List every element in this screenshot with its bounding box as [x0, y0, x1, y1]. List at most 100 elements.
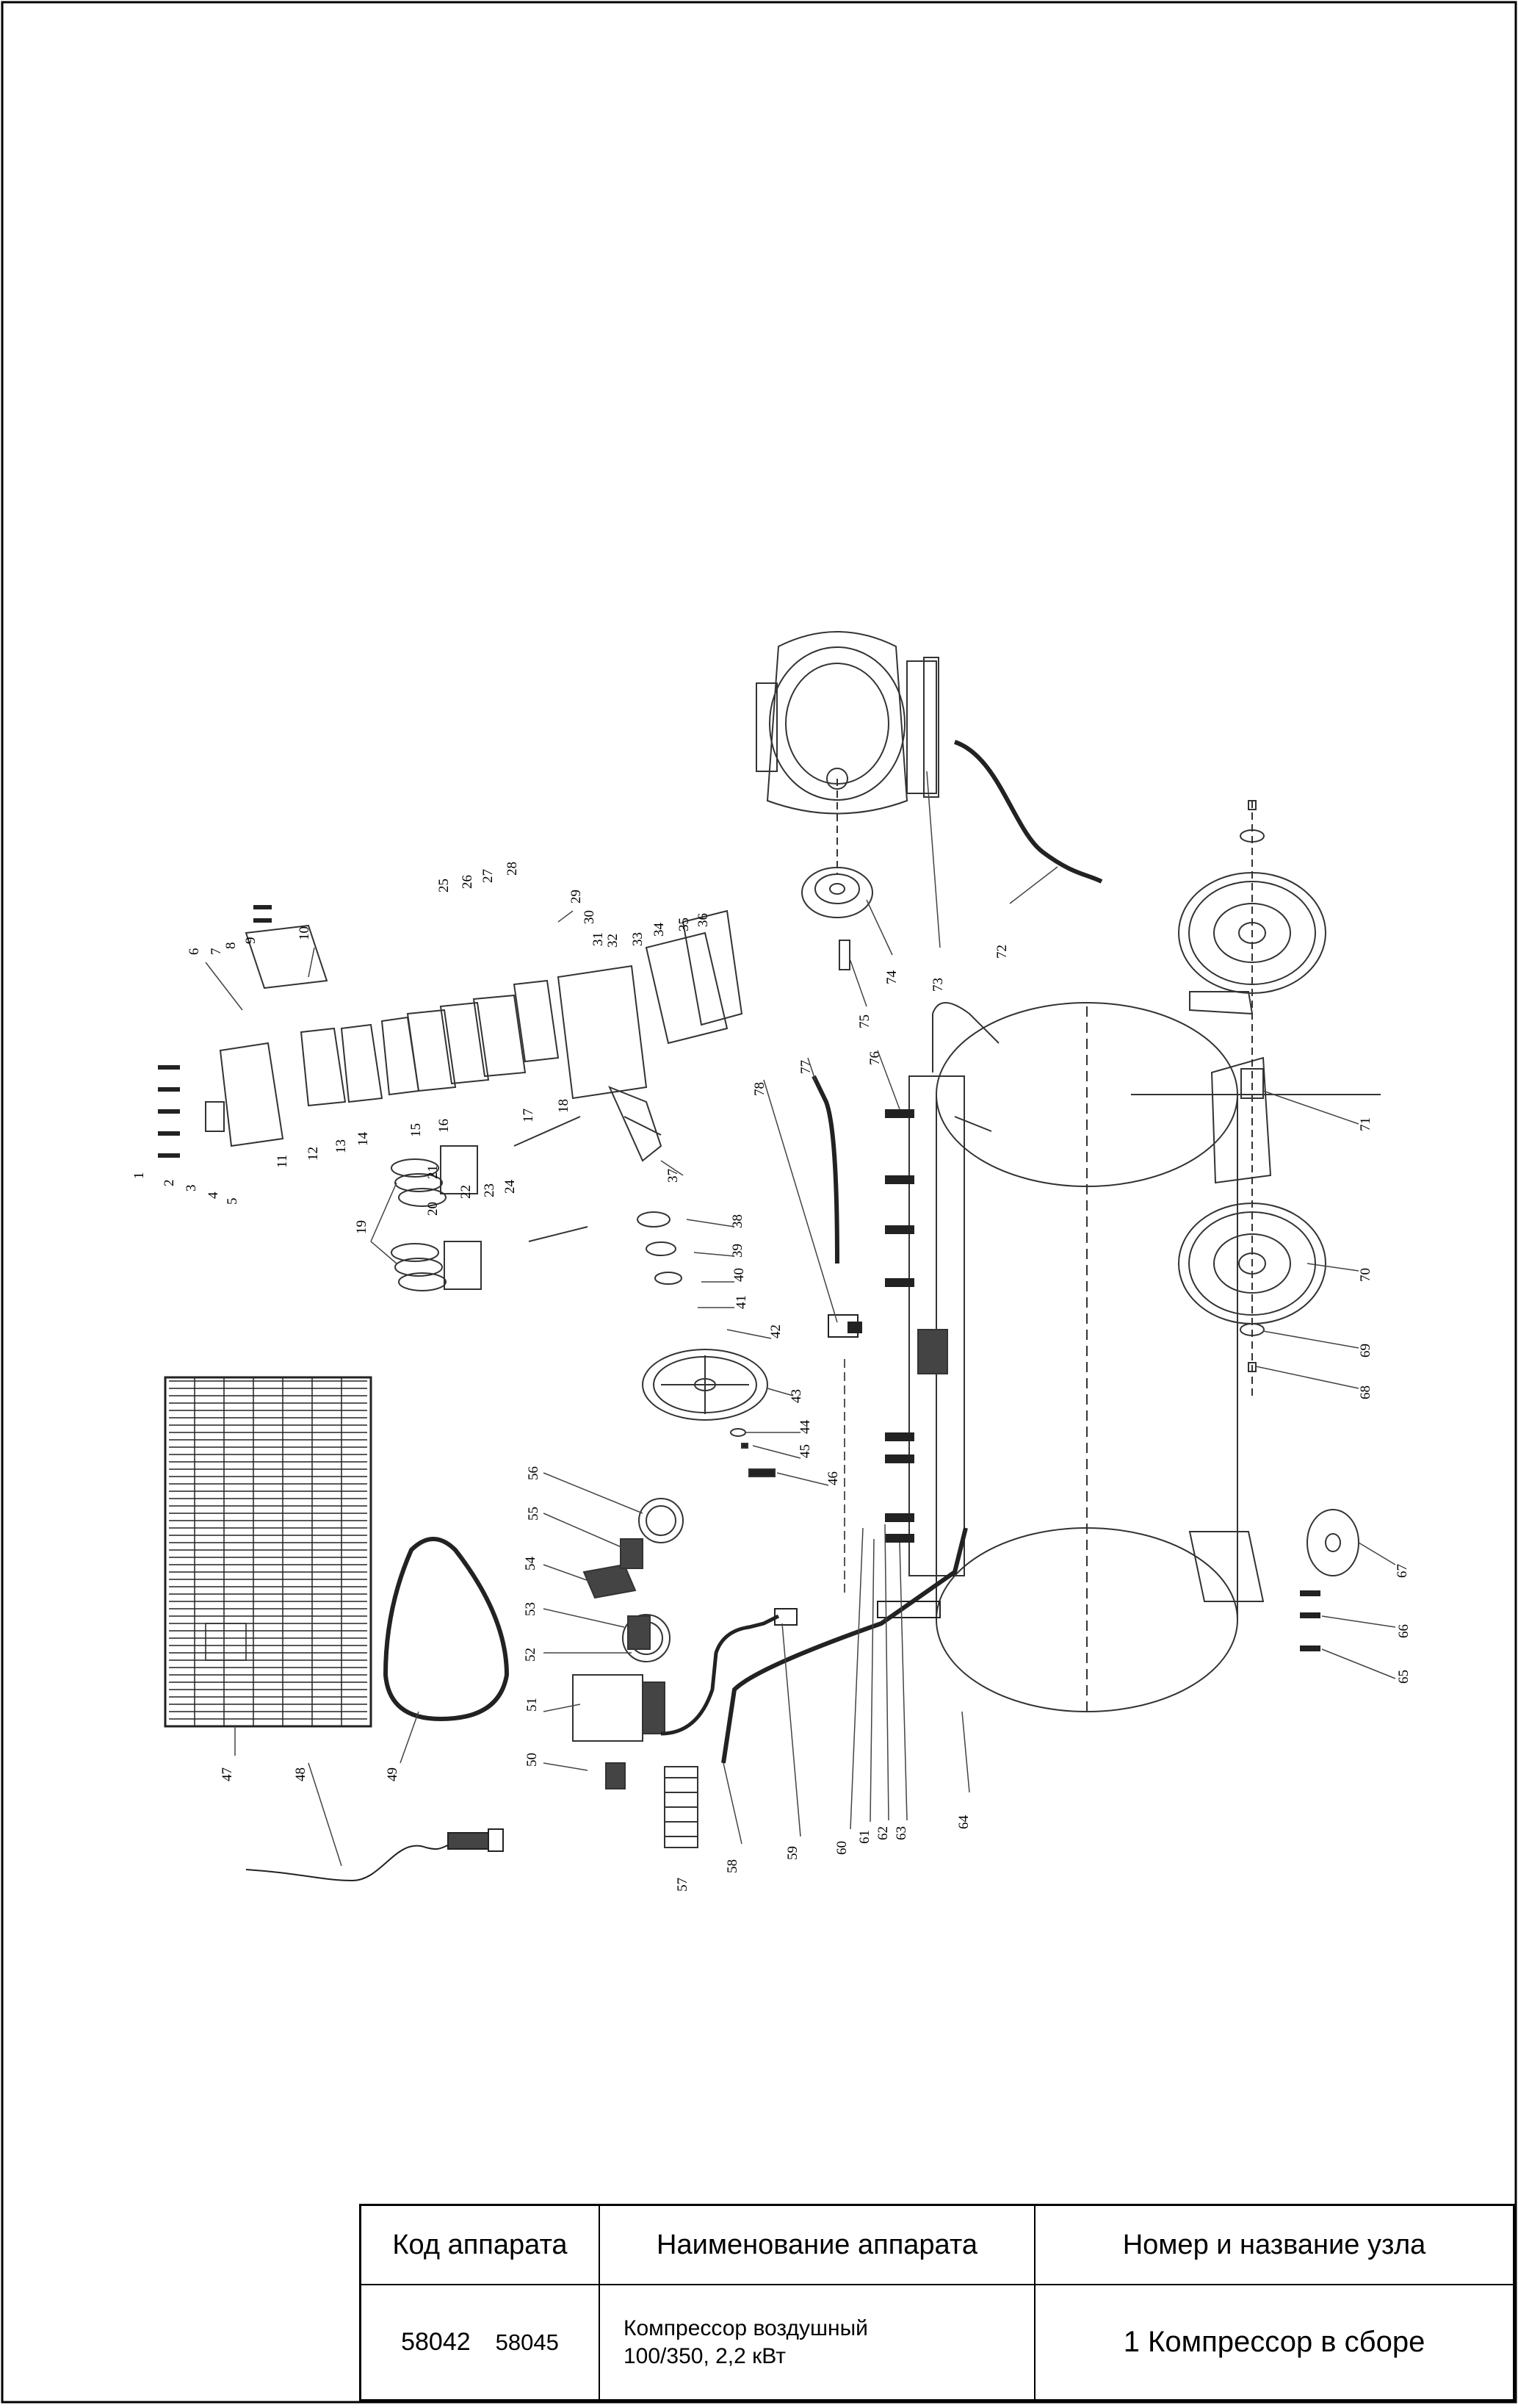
callout-68: 68 [1358, 1385, 1373, 1399]
callout-64: 64 [956, 1815, 972, 1830]
manifold-bolts [885, 1109, 914, 1543]
callout-19: 19 [354, 1220, 369, 1234]
callout-56: 56 [526, 1466, 541, 1480]
callout-22: 22 [458, 1185, 474, 1199]
rubber-foot [1188, 1509, 1359, 1602]
callout-2: 2 [162, 1180, 177, 1187]
pipe-coupling [877, 1601, 941, 1618]
callout-34: 34 [651, 923, 667, 937]
crankshaft [513, 1086, 682, 1285]
callout-32: 32 [605, 934, 621, 948]
header-name: Наименование аппарата [600, 2206, 1036, 2284]
callout-55: 55 [526, 1507, 541, 1521]
callout-41: 41 [734, 1295, 749, 1309]
callout-51: 51 [524, 1698, 540, 1712]
power-cord [245, 1828, 504, 1882]
callout-71: 71 [1358, 1117, 1373, 1131]
callout-73: 73 [930, 978, 946, 992]
callout-27: 27 [480, 869, 496, 883]
callout-25: 25 [436, 879, 452, 893]
compressor-head-group [205, 909, 743, 1147]
callout-28: 28 [505, 862, 520, 876]
callout-15: 15 [408, 1123, 424, 1137]
callout-1: 1 [131, 1172, 147, 1180]
key [839, 940, 850, 970]
callout-46: 46 [825, 1471, 841, 1485]
pressure-switch-group [572, 1498, 684, 1789]
callout-75: 75 [857, 1014, 872, 1028]
callout-9: 9 [243, 937, 259, 945]
callout-38: 38 [730, 1214, 745, 1228]
callout-labels: 1 2 3 4 5 6 7 8 9 10 11 12 13 14 15 16 1… [131, 862, 1412, 1892]
apparatus-name-line2: 100/350, 2,2 кВт [624, 2343, 787, 2368]
callout-16: 16 [436, 1119, 452, 1133]
callout-59: 59 [785, 1846, 800, 1860]
title-block: Код аппарата Наименование аппарата Номер… [359, 2204, 1515, 2401]
axle-brackets [1189, 991, 1272, 1184]
cylinder-bolts [158, 905, 272, 1158]
callout-44: 44 [798, 1420, 813, 1435]
callout-18: 18 [556, 1099, 571, 1113]
callout-42: 42 [768, 1324, 784, 1338]
callout-60: 60 [834, 1841, 850, 1855]
callout-53: 53 [523, 1602, 538, 1616]
callout-61: 61 [857, 1830, 872, 1844]
callout-11: 11 [275, 1155, 290, 1168]
flywheel-fasteners [730, 1428, 776, 1477]
callout-24: 24 [502, 1180, 518, 1194]
piston-rings [391, 1145, 482, 1291]
manifold-rail [908, 1002, 1000, 1576]
callout-35: 35 [676, 918, 692, 931]
v-belt [383, 1537, 510, 1722]
callout-17: 17 [521, 1109, 536, 1122]
callout-70: 70 [1358, 1268, 1373, 1282]
callout-48: 48 [293, 1767, 308, 1781]
callout-67: 67 [1395, 1564, 1410, 1578]
apparatus-code-secondary: 58045 [495, 2329, 559, 2355]
callout-43: 43 [789, 1389, 804, 1403]
header-code: Код аппарата [361, 2206, 600, 2284]
unloader-tube [660, 1614, 780, 1736]
callout-47: 47 [220, 1767, 235, 1781]
outlet-pipe [721, 1527, 968, 1764]
apparatus-code-primary: 58042 [401, 2328, 471, 2356]
motor [756, 631, 939, 874]
callout-65: 65 [1396, 1670, 1412, 1684]
callout-6: 6 [187, 948, 202, 956]
foot-bolts [1300, 1590, 1320, 1651]
unit-name: 1 Компрессор в сборе [1036, 2284, 1513, 2399]
air-filter [664, 1766, 698, 1848]
callout-20: 20 [425, 1202, 441, 1216]
callout-10: 10 [297, 926, 312, 940]
callout-40: 40 [731, 1268, 747, 1282]
callout-29: 29 [568, 890, 584, 904]
callout-74: 74 [884, 970, 900, 985]
callout-49: 49 [385, 1767, 400, 1781]
callout-21: 21 [425, 1165, 441, 1179]
unloader-fitting [774, 1608, 798, 1626]
callout-14: 14 [355, 1132, 371, 1147]
callout-78: 78 [752, 1082, 767, 1096]
discharge-pipe [812, 1075, 839, 1264]
axle-washers [1240, 800, 1265, 1372]
callout-5: 5 [225, 1198, 240, 1205]
callout-52: 52 [523, 1648, 538, 1662]
callout-8: 8 [223, 942, 239, 950]
callout-33: 33 [630, 932, 646, 946]
callout-12: 12 [306, 1147, 321, 1161]
callout-63: 63 [894, 1826, 909, 1840]
callout-7: 7 [209, 948, 224, 956]
belt-guard [164, 1376, 372, 1728]
callout-26: 26 [460, 875, 475, 889]
apparatus-name-line1: Компрессор воздушный [624, 2315, 868, 2340]
callout-13: 13 [333, 1139, 349, 1153]
callout-58: 58 [725, 1859, 740, 1873]
flywheel [642, 1349, 768, 1421]
header-unit: Номер и название узла [1122, 2229, 1426, 2260]
callout-23: 23 [482, 1183, 497, 1197]
callout-31: 31 [590, 932, 606, 946]
callout-4: 4 [206, 1192, 221, 1199]
leader-lines [205, 771, 1396, 1867]
